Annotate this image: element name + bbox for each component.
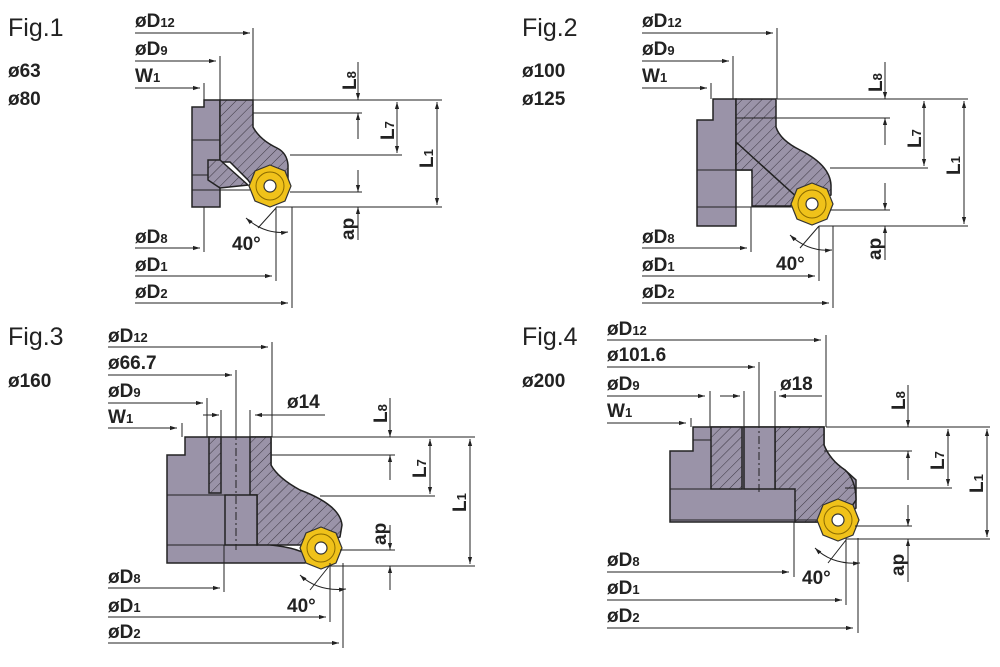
size-label: ø100 xyxy=(522,61,565,82)
dim-d1: øD1 xyxy=(135,255,168,276)
dim-d12: øD12 xyxy=(642,11,682,32)
dim-l7: L7 xyxy=(905,129,926,148)
figure-title: Fig.2 xyxy=(522,14,578,42)
size-label: ø160 xyxy=(8,371,51,392)
dim-d9: øD9 xyxy=(108,381,141,402)
dim-w1: W1 xyxy=(642,66,667,87)
dim-d1: øD1 xyxy=(108,596,141,617)
dim-l8: L8 xyxy=(866,73,887,92)
dim-l8: L8 xyxy=(340,71,361,90)
dim-d2: øD2 xyxy=(642,282,675,303)
dim-l1: L1 xyxy=(967,474,988,493)
dim-w1: W1 xyxy=(607,401,632,422)
dim-d2: øD2 xyxy=(135,282,168,303)
dim-pcd: ø101.6 xyxy=(607,345,666,366)
dim-l1: L1 xyxy=(417,149,438,168)
angle-label: 40° xyxy=(802,568,831,589)
figure-title: Fig.3 xyxy=(8,323,64,351)
dim-l7: L7 xyxy=(410,459,431,478)
figure-1: Fig.1 ø63 ø80 øD12 øD9 W1 øD8 øD1 øD2 xyxy=(8,11,442,308)
dim-d8: øD8 xyxy=(642,227,675,248)
size-label: ø63 xyxy=(8,61,41,82)
figure-title: Fig.1 xyxy=(8,14,64,42)
angle-label: 40° xyxy=(287,596,316,617)
figure-2: Fig.2 ø100 ø125 øD12 øD9 W1 øD8 øD1 øD2 xyxy=(522,11,968,308)
dim-ap: ap xyxy=(888,554,909,576)
dim-ap: ap xyxy=(338,218,359,240)
insert-icon xyxy=(248,164,292,208)
dim-l7: L7 xyxy=(928,451,949,470)
dim-bolt: ø14 xyxy=(287,392,320,413)
insert-icon xyxy=(299,526,343,570)
dim-d9: øD9 xyxy=(135,39,168,60)
figure-4: Fig.4 ø200 øD12 ø101.6 øD9 ø18 W1 xyxy=(522,319,990,633)
dim-w1: W1 xyxy=(135,66,160,87)
insert-icon xyxy=(816,498,860,542)
dim-d1: øD1 xyxy=(607,578,640,599)
dim-d1: øD1 xyxy=(642,255,675,276)
dim-l7: L7 xyxy=(378,121,399,140)
angle-label: 40° xyxy=(776,254,805,275)
dim-d12: øD12 xyxy=(607,319,647,340)
dim-d9: øD9 xyxy=(607,374,640,395)
dim-ap: ap xyxy=(865,238,886,260)
dim-d8: øD8 xyxy=(108,567,141,588)
dim-d2: øD2 xyxy=(108,622,141,643)
figure-title: Fig.4 xyxy=(522,323,578,351)
cutter-body xyxy=(669,426,857,523)
figure-3: Fig.3 ø160 øD12 ø66.7 øD9 ø14 W1 øD8 xyxy=(8,323,475,648)
size-label: ø200 xyxy=(522,371,565,392)
dim-l8: L8 xyxy=(371,404,392,423)
dim-ap: ap xyxy=(370,523,391,545)
dim-pcd: ø66.7 xyxy=(108,353,157,374)
dim-bolt: ø18 xyxy=(780,374,813,395)
dim-d8: øD8 xyxy=(607,550,640,571)
dim-d8: øD8 xyxy=(135,227,168,248)
dim-w1: W1 xyxy=(108,407,133,428)
size-label: ø80 xyxy=(8,89,41,110)
insert-icon xyxy=(790,182,834,226)
dim-l1: L1 xyxy=(944,156,965,175)
dim-l8: L8 xyxy=(889,391,910,410)
cutter-body xyxy=(166,436,343,564)
angle-label: 40° xyxy=(232,234,261,255)
size-label: ø125 xyxy=(522,89,566,110)
cutter-body xyxy=(696,98,832,227)
dim-d2: øD2 xyxy=(607,606,640,627)
dim-d9: øD9 xyxy=(642,39,675,60)
dim-d12: øD12 xyxy=(108,326,148,347)
dim-l1: L1 xyxy=(450,493,471,512)
dim-d12: øD12 xyxy=(135,11,175,32)
